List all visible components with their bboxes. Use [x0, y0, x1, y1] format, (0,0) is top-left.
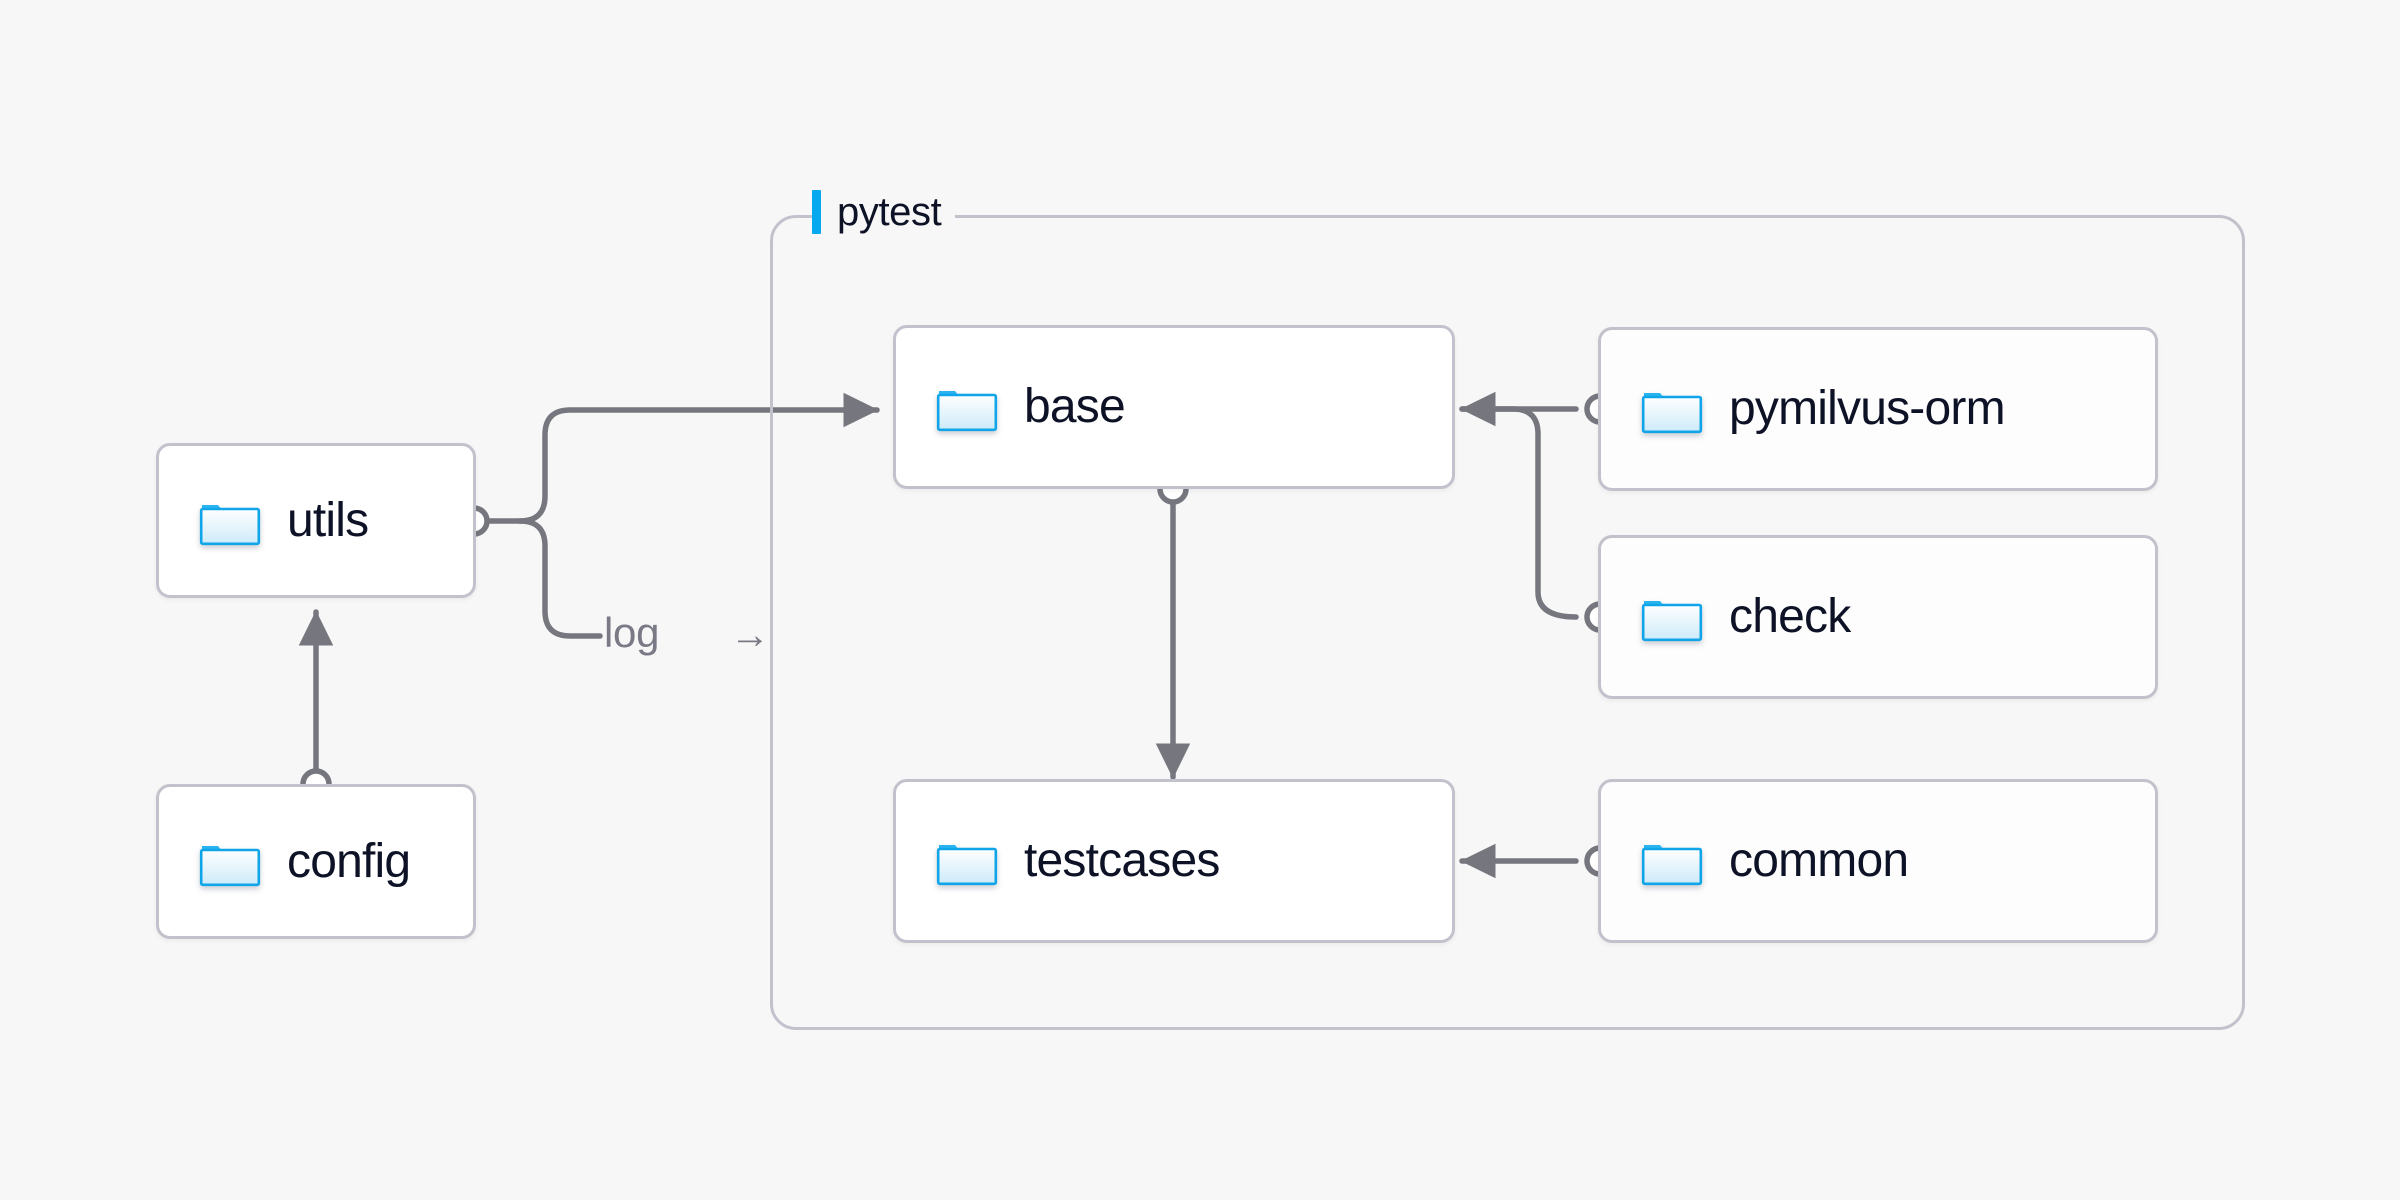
folder-icon	[199, 845, 261, 886]
node-config-label: config	[287, 834, 411, 888]
folder-icon	[1641, 845, 1703, 886]
node-check[interactable]: check	[1598, 535, 2158, 699]
node-pymilvus-orm[interactable]: pymilvus-orm	[1598, 327, 2158, 491]
node-config[interactable]: config	[156, 784, 476, 939]
group-pytest-title: pytest	[837, 189, 942, 234]
edge-label-log: log	[604, 609, 660, 656]
node-check-label: check	[1729, 590, 1851, 643]
folder-icon	[936, 391, 998, 432]
node-common-label: common	[1729, 834, 1909, 887]
node-testcases-label: testcases	[1024, 834, 1220, 887]
node-utils[interactable]: utils	[156, 443, 476, 598]
group-pytest-label: pytest	[812, 185, 956, 239]
accent-bar-icon	[812, 190, 821, 234]
node-testcases[interactable]: testcases	[893, 779, 1455, 943]
group-pytest	[770, 215, 2245, 1030]
edge-label-log-arrow-icon: →	[730, 613, 770, 657]
folder-icon	[1641, 393, 1703, 434]
node-common[interactable]: common	[1598, 779, 2158, 943]
node-utils-label: utils	[287, 493, 369, 547]
node-pymilvus-orm-label: pymilvus-orm	[1729, 382, 2006, 435]
folder-icon	[1641, 601, 1703, 642]
folder-icon	[936, 845, 998, 886]
folder-icon	[199, 504, 261, 545]
edge-utils-log	[517, 518, 603, 639]
node-base[interactable]: base	[893, 325, 1455, 489]
node-base-label: base	[1024, 380, 1126, 433]
